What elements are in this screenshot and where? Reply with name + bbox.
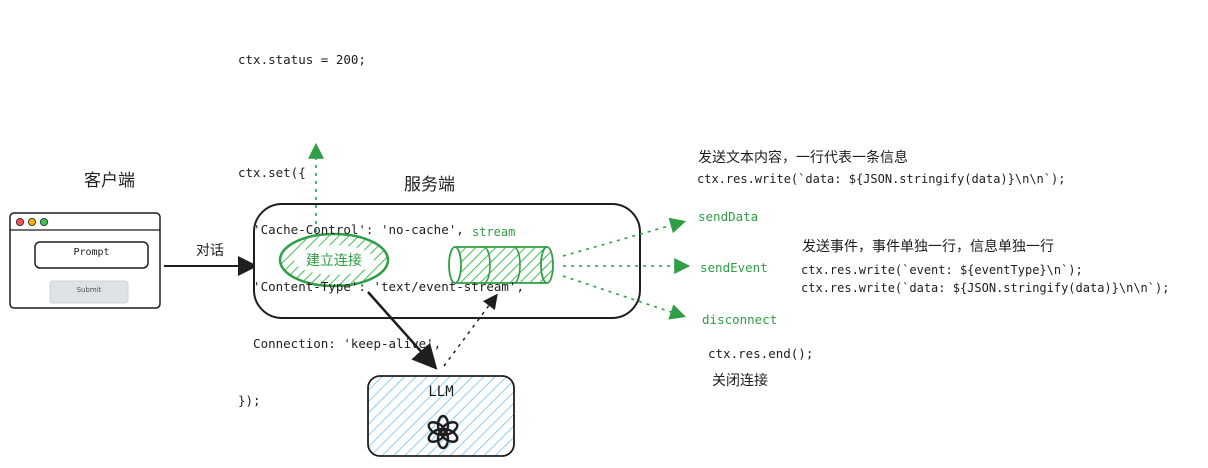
window-minimize-dot (27, 217, 36, 226)
server-title: 服务端 (404, 175, 455, 195)
code-line-close: }); (238, 393, 261, 408)
headers-code-block: ctx.status = 200; ctx.set({ 'Cache-Contr… (238, 12, 524, 429)
arrow-llm-to-stream (443, 293, 498, 367)
code-line-cache-control: 'Cache-Control': 'no-cache', (238, 222, 464, 237)
prompt-label: Prompt (73, 247, 110, 258)
server-box (253, 203, 641, 319)
arrow-stream-to-disconnect (562, 275, 687, 320)
arrow-server-to-llm (367, 291, 438, 370)
window-close-dot (15, 217, 24, 226)
code-line-status: ctx.status = 200; (238, 52, 366, 67)
disconnect-description: 关闭连接 (712, 373, 768, 389)
client-title: 客户端 (84, 171, 135, 191)
sendevent-code-line1: ctx.res.write(`event: ${eventType}\n`); (801, 263, 1083, 277)
connect-label: 建立连接 (306, 253, 362, 269)
stream-label: stream (472, 225, 516, 239)
senddata-code: ctx.res.write(`data: ${JSON.stringify(da… (697, 172, 1066, 186)
stream-cylinder (448, 246, 554, 284)
disconnect-code: ctx.res.end(); (708, 346, 814, 361)
window-maximize-dot (40, 217, 49, 226)
code-line-content-type: 'Content-Type': 'text/event-stream', (238, 279, 524, 294)
senddata-description: 发送文本内容，一行代表一条信息 (698, 150, 908, 166)
dialog-edge-label: 对话 (196, 243, 224, 259)
event-disconnect: disconnect (702, 312, 778, 327)
openai-logo-icon (427, 414, 459, 450)
event-sendevent: sendEvent (700, 260, 768, 275)
code-line-set: ctx.set({ (238, 165, 306, 180)
sendevent-code-line2: ctx.res.write(`data: ${JSON.stringify(da… (801, 281, 1170, 295)
submit-button-label[interactable]: Submit (76, 286, 102, 294)
submit-button-shape[interactable] (49, 280, 129, 304)
prompt-box[interactable] (34, 241, 149, 269)
sendevent-description: 发送事件，事件单独一行，信息单独一行 (802, 239, 1054, 255)
code-line-connection: Connection: 'keep-alive', (238, 336, 442, 351)
llm-label: LLM (428, 384, 454, 400)
event-senddata: sendData (698, 209, 759, 224)
